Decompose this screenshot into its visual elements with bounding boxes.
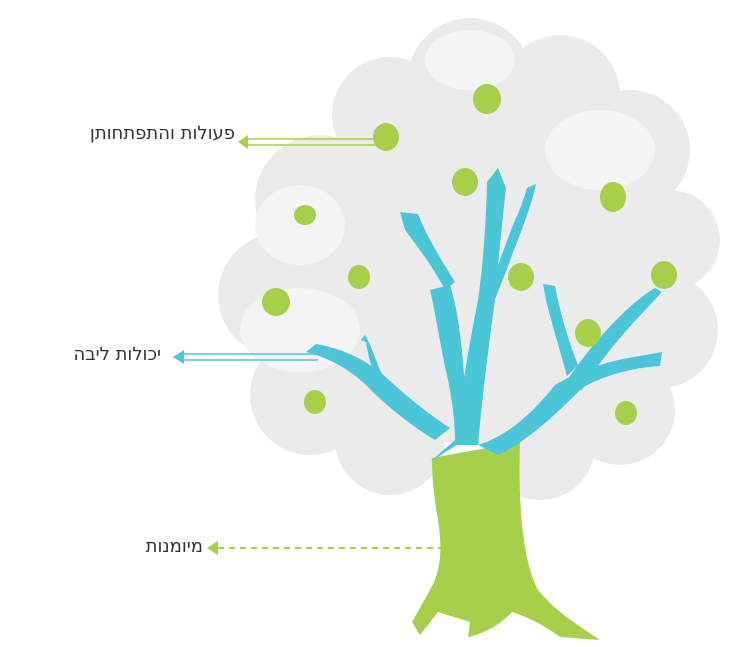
crown-highlight: [425, 30, 515, 90]
callout-skills: [207, 541, 446, 555]
fruit-dot: [473, 84, 501, 114]
tree-fruits: [262, 84, 677, 425]
label-core-abilities: יכולות ליבה: [73, 344, 161, 365]
fruit-dot: [262, 288, 290, 316]
branch: [543, 284, 578, 376]
crown-highlight: [255, 185, 345, 265]
branch: [306, 344, 450, 440]
branch: [478, 352, 662, 455]
fruit-dot: [294, 205, 316, 225]
branch: [400, 212, 455, 290]
fruit-dot: [373, 123, 399, 151]
branch: [484, 184, 536, 306]
arrowhead-icon: [238, 135, 248, 149]
fruit-dot: [348, 265, 370, 289]
tree-branches: [306, 168, 662, 462]
branch: [455, 168, 506, 445]
branch: [562, 288, 662, 390]
fruit-dot: [615, 401, 637, 425]
crown-highlight: [545, 110, 655, 190]
callout-core: [173, 350, 318, 364]
label-skills: מיומנות: [145, 536, 203, 557]
fruit-dot: [508, 263, 534, 291]
branch: [361, 335, 392, 390]
tree-trunk: [412, 442, 600, 640]
callout-actions: [238, 135, 386, 149]
fruit-dot: [304, 390, 326, 414]
fruit-dot: [575, 319, 601, 347]
fruit-dot: [651, 261, 677, 289]
fruit-dot: [452, 168, 478, 196]
arrowhead-icon: [207, 541, 218, 555]
label-actions: פעולות והתפתחותן: [89, 123, 235, 144]
arrowhead-icon: [173, 350, 184, 364]
fruit-dot: [600, 182, 626, 212]
